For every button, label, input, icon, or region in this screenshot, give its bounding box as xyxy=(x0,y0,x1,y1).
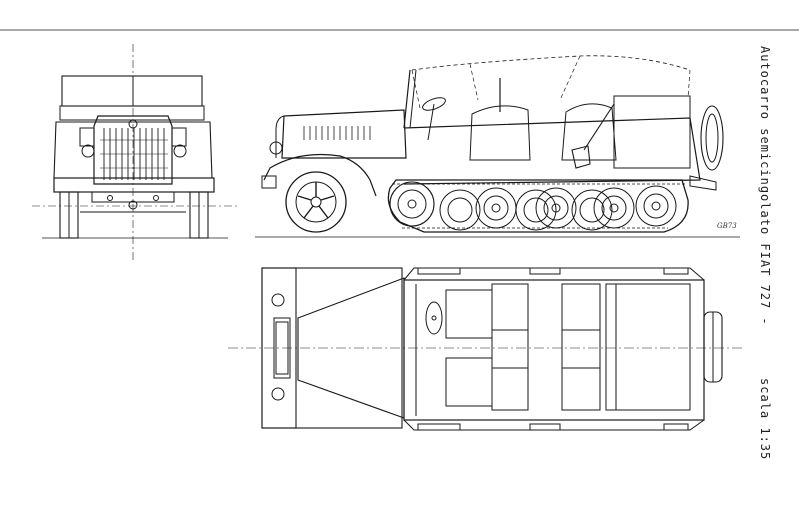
side-view xyxy=(255,55,740,238)
drawing-scale: scala 1:35 xyxy=(758,378,772,461)
drawing-title: Autocarro semicingolato FIAT 727 - xyxy=(758,46,772,326)
track-outline xyxy=(387,179,689,233)
right-headlight xyxy=(173,144,187,158)
left-headlight xyxy=(81,144,95,158)
artist-signature: GB73 xyxy=(717,222,737,230)
front-view xyxy=(32,44,240,262)
side-front-wheel xyxy=(285,171,347,233)
top-view xyxy=(228,267,744,431)
